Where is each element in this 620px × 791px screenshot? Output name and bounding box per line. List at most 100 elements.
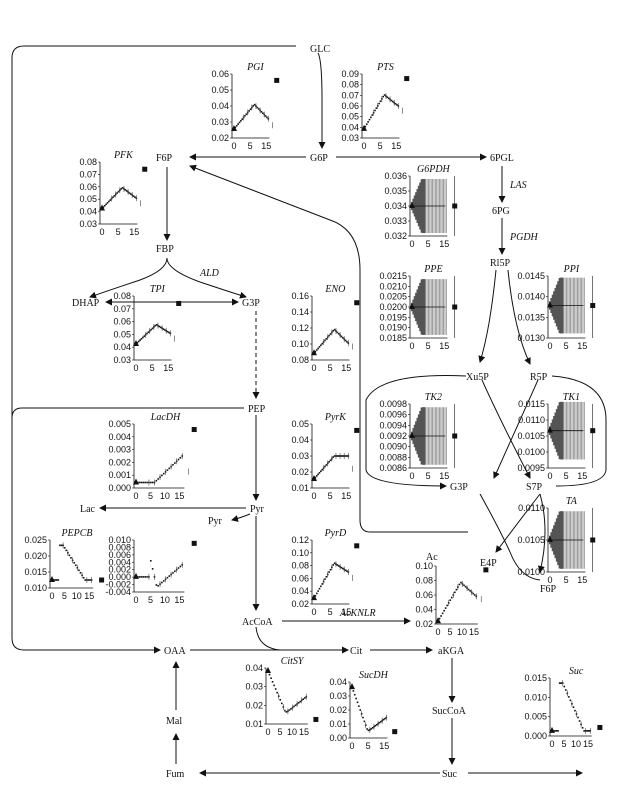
data-point [105,203,107,206]
data-point [324,339,326,342]
data-point [325,576,328,578]
data-point [358,705,360,707]
chart-axis [133,424,185,489]
y-tick-label: 0.07 [113,304,131,314]
data-point [560,682,562,684]
data-point [142,481,145,484]
y-tick-label: 0.005 [524,712,547,722]
data-point [329,333,332,335]
x-tick-label: 5 [426,341,431,351]
fbp-to-g3p-arrow [166,257,247,299]
data-point [155,584,158,586]
data-point [375,723,378,726]
data-point [315,475,318,477]
data-point [337,332,340,335]
endpoint-marker [392,729,398,735]
data-point [455,588,458,591]
y-tick-label: -0.004 [105,587,131,597]
x-tick-label: 0 [231,141,236,151]
y-tick-label: 0.0185 [379,333,407,343]
data-point [346,455,348,457]
data-point [577,716,579,719]
chart-axis [133,540,185,593]
data-point [303,697,306,699]
endpoint-marker [354,427,360,433]
metabolite-cit: Cit [350,646,362,657]
chart-title: TA [566,496,578,507]
metabolite-r5p: R5P [530,372,548,383]
y-tick-label: 0.000 [108,483,131,493]
x-tick-label: 10 [160,595,170,605]
data-point [314,350,317,353]
data-point [569,699,572,702]
ta-cross-arrow [495,493,541,553]
metabolite-glc: GLC [310,44,330,55]
data-point [172,572,174,574]
data-point [384,717,386,720]
data-point [166,330,169,333]
start-marker [549,726,555,733]
e4p-to-f6p2-arrow [509,551,541,581]
y-tick-label: 0.015 [524,673,547,683]
x-tick-label: 5 [148,595,153,605]
chart-title: PFK [113,150,134,161]
data-point [446,604,448,607]
chart-axis [99,162,138,225]
y-tick-label: 0.0215 [379,271,407,281]
data-point [168,575,171,577]
data-point [166,576,169,579]
data-point [106,202,109,204]
y-tick-label: 0.03 [211,117,229,127]
data-point [383,94,386,96]
data-point [324,578,326,580]
data-point [70,557,72,559]
data-point [117,190,120,193]
x-tick-label: 15 [261,141,271,151]
x-tick-label: 10 [287,727,297,737]
start-marker [49,576,55,582]
data-point [340,566,343,569]
x-tick-label: 10 [571,739,581,749]
start-marker [361,124,367,131]
metabolite-pep: PEP [248,404,266,415]
data-point [177,567,180,569]
y-tick-label: 0.02 [329,705,347,715]
data-point [356,701,359,704]
y-tick-label: 0.0100 [517,567,545,577]
y-tick-label: 0.032 [384,231,407,241]
data-point [162,580,165,582]
x-tick-label: 0 [361,141,366,151]
metabolite-pyr-ext: Pyr [208,516,223,527]
data-point [378,102,380,105]
y-tick-label: 0.010 [108,535,131,545]
x-tick-label: 0 [435,627,440,637]
start-marker [311,594,317,601]
data-point [444,607,447,609]
x-tick-label: 0 [549,739,554,749]
pathway-arrows [11,45,607,777]
data-point [120,188,123,190]
x-tick-label: 15 [299,727,309,737]
x-tick-label: 5 [116,227,121,237]
data-point [74,564,77,567]
data-point [558,682,561,684]
y-tick-label: 0.12 [291,535,309,545]
data-point [318,587,321,590]
data-point [125,190,128,192]
start-marker [435,617,441,624]
chart-title: PTS [376,62,394,73]
data-point [340,335,343,338]
data-point [352,690,355,692]
data-point [164,329,166,331]
data-point [116,192,118,194]
metabolite-g6p: G6P [310,153,328,164]
chart-axis [549,678,592,737]
metabolite-labels: GLC G6P F6P FBP DHAP G3P PEP Pyr Lac Pyr… [72,44,557,780]
data-point [359,709,362,711]
data-point [344,455,347,457]
data-point [332,456,335,458]
y-tick-label: 0.06 [291,573,309,583]
enzyme-las: LAS [509,180,527,191]
